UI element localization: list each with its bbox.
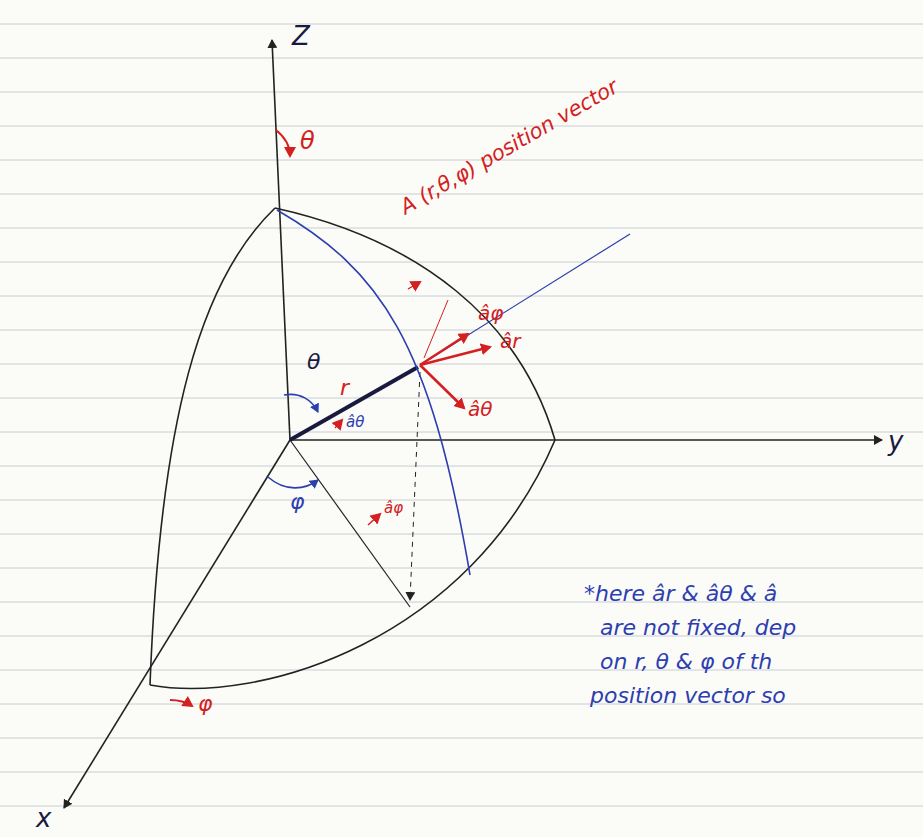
sphere-arc <box>275 208 555 440</box>
theta-arrow <box>276 130 290 156</box>
phi-arc <box>268 477 318 488</box>
theta-arc <box>284 394 318 412</box>
sphere-arc <box>150 440 555 688</box>
note-text: *here âr & âθ & â <box>584 582 777 606</box>
magnitude-label: r <box>340 376 349 400</box>
note-text: on r, θ & φ of th <box>600 650 772 674</box>
unit-vector-label: âθ <box>468 398 493 420</box>
position-vector <box>290 367 418 440</box>
projection-line <box>410 372 420 600</box>
vector-label: A (r,θ,φ) position vector <box>396 75 622 219</box>
x-axis <box>64 440 290 808</box>
projection-line <box>290 440 410 607</box>
radial-line <box>420 234 630 365</box>
angle-label: φ <box>198 692 213 716</box>
small-unit-arrow <box>368 514 380 525</box>
angle-label: θ <box>300 128 315 154</box>
axis-label: x <box>36 804 51 833</box>
unit-vector-theta <box>420 365 464 408</box>
vector-arrow <box>408 282 420 289</box>
sphere-arc <box>150 208 275 685</box>
note-text: position vector so <box>590 684 786 708</box>
meridian-arc <box>277 210 470 575</box>
y-axis <box>290 439 882 441</box>
unit-vector-r <box>420 347 490 365</box>
note-text: are not fixed, dep <box>600 616 796 640</box>
unit-vector-label: âφ <box>478 302 503 324</box>
angle-label: φ <box>290 490 305 514</box>
unit-vector-label: âφ <box>384 500 403 517</box>
small-unit-arrow <box>335 420 342 428</box>
unit-vector-label: âθ <box>346 414 364 431</box>
unit-vector-label: âr <box>500 330 520 352</box>
axis-label: Z <box>292 22 310 51</box>
angle-label: θ <box>307 350 320 374</box>
phi-arrow <box>170 700 192 706</box>
axis-label: y <box>888 427 903 456</box>
leader-line <box>424 300 448 358</box>
z-axis <box>272 40 290 440</box>
